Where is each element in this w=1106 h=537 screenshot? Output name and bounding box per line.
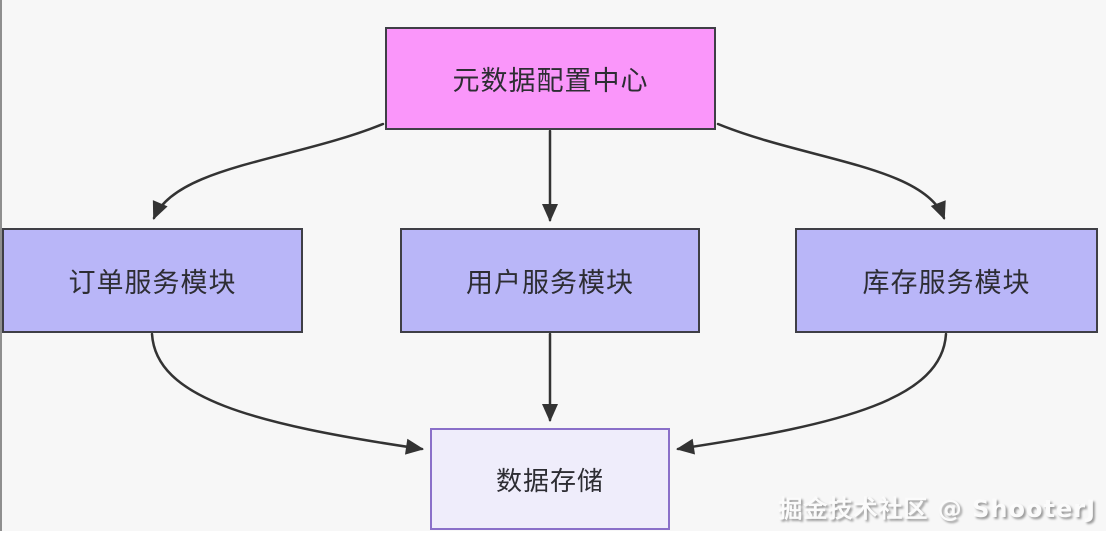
node-data-storage-label: 数据存储	[495, 466, 604, 497]
node-order-service-label: 订单服务模块	[68, 268, 237, 299]
node-inventory-service: 库存服务模块	[795, 228, 1098, 333]
node-data-storage: 数据存储	[430, 428, 670, 530]
node-inventory-service-label: 库存服务模块	[862, 268, 1031, 299]
edge-metadata-to-order	[152, 122, 385, 220]
node-user-service-label: 用户服务模块	[466, 268, 634, 299]
node-metadata-config-center: 元数据配置中心	[385, 27, 716, 130]
edge-order-to-storage	[150, 332, 424, 455]
edge-metadata-to-inventory	[716, 122, 946, 220]
bottom-white-strip	[0, 531, 1106, 537]
edge-inventory-to-storage	[676, 332, 948, 455]
left-edge-divider	[0, 0, 2, 531]
node-metadata-config-center-label: 元数据配置中心	[452, 66, 649, 97]
node-user-service: 用户服务模块	[400, 228, 700, 333]
watermark: 掘金技术社区 @ ShooterJ	[778, 495, 1096, 523]
node-order-service: 订单服务模块	[2, 228, 303, 333]
